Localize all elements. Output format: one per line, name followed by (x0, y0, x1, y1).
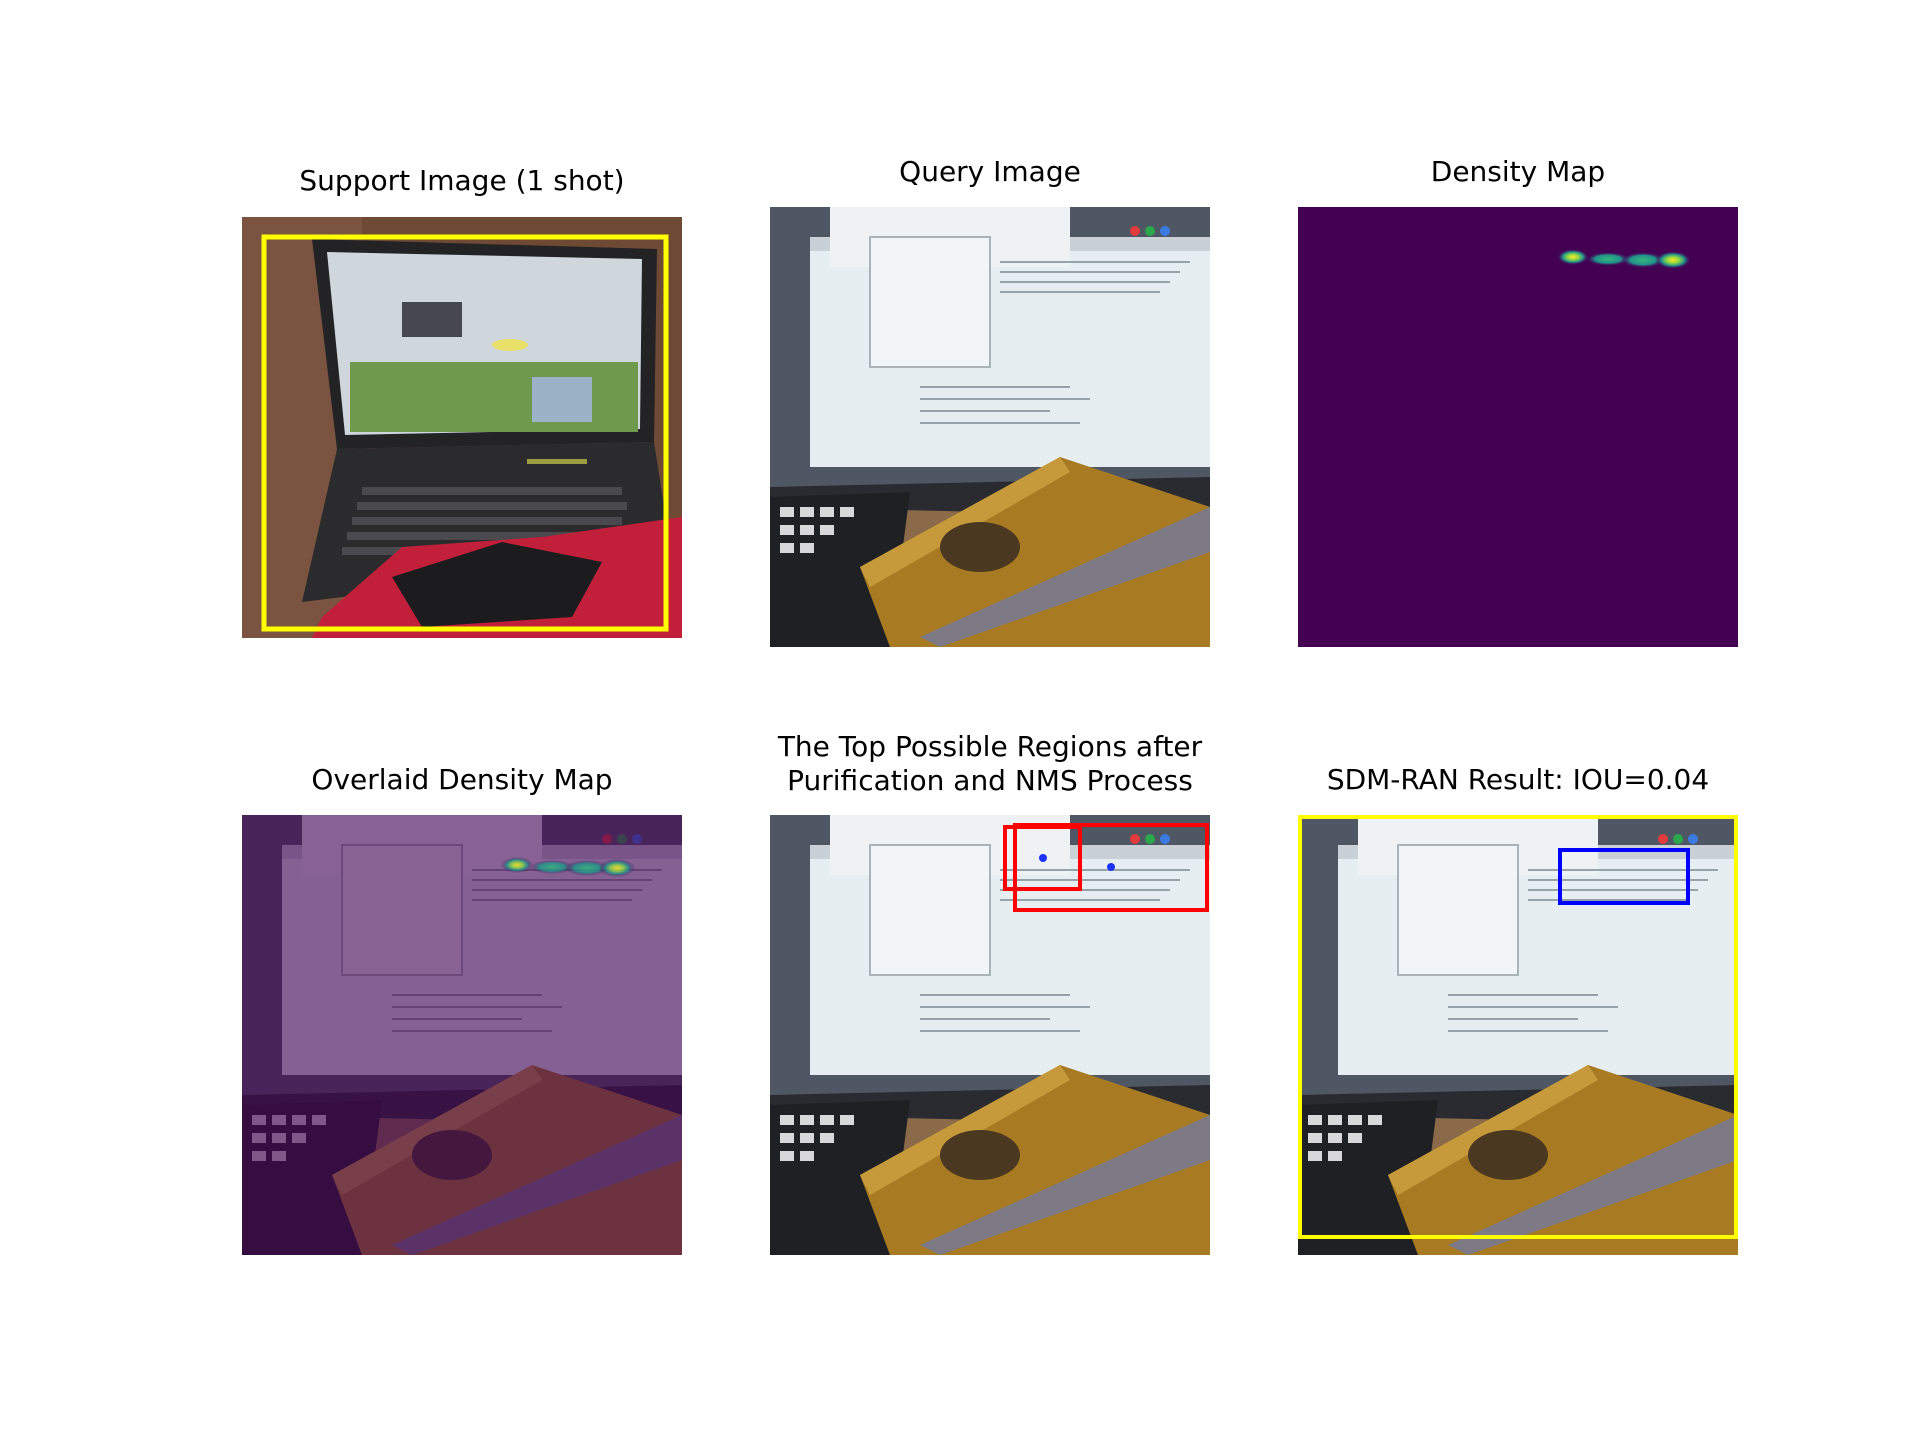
support-image (242, 217, 682, 638)
density-map (1298, 207, 1738, 647)
overlaid-density-map (242, 815, 682, 1255)
top-regions (770, 815, 1210, 1255)
density-peak (1655, 251, 1691, 269)
query-image (770, 207, 1210, 647)
top-regions-title: The Top Possible Regions after Purificat… (777, 730, 1203, 797)
ground-truth-box (1298, 815, 1738, 1239)
overlaid-density-map-title: Overlaid Density Map (311, 763, 613, 796)
result-title: SDM-RAN Result: IOU=0.04 (1326, 763, 1710, 796)
support-image-title: Support Image (1 shot) (299, 164, 625, 197)
proposal-box (1013, 823, 1209, 912)
density-peak (1586, 252, 1630, 266)
prediction-box (1558, 848, 1690, 905)
result (1298, 815, 1738, 1255)
proposal-center (1107, 863, 1115, 871)
support-bounding-box (261, 234, 669, 632)
query-image-title: Query Image (899, 155, 1081, 188)
proposal-center (1039, 854, 1047, 862)
density-peak (1621, 252, 1665, 268)
density-map-title: Density Map (1430, 155, 1606, 188)
density-peak (1557, 249, 1589, 265)
